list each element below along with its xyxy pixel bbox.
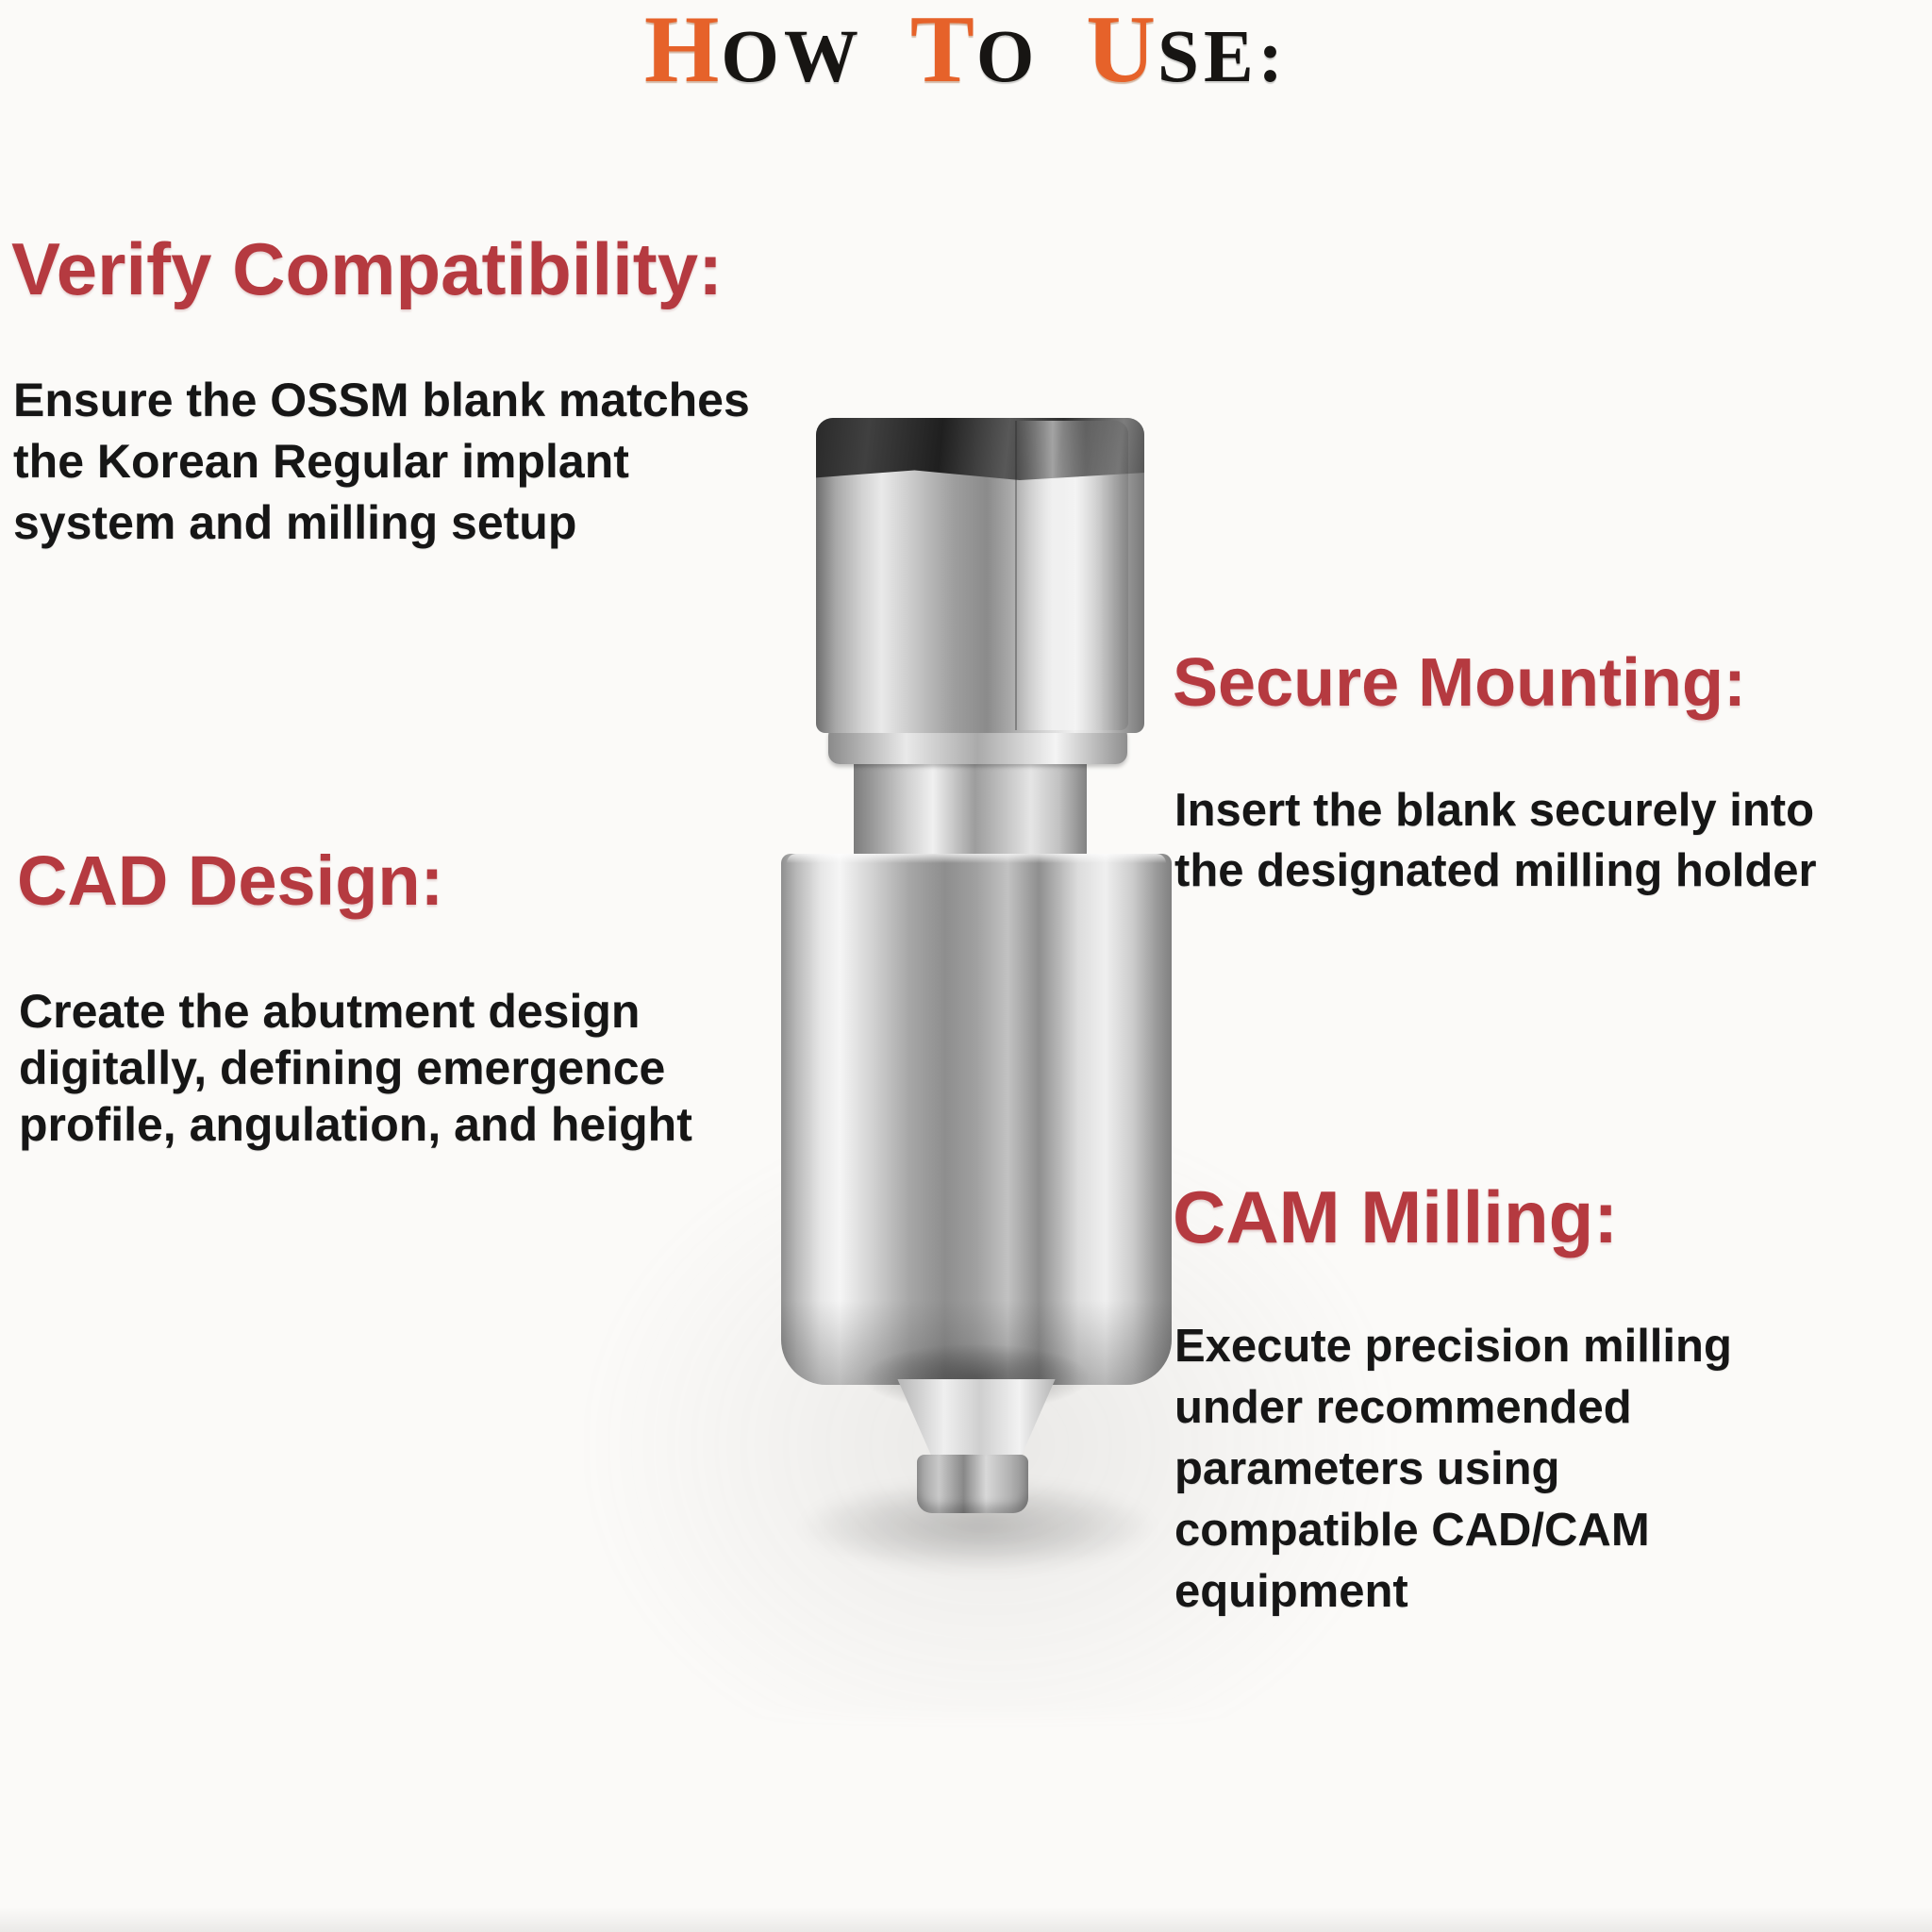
body-line: Execute precision milling	[1174, 1321, 1732, 1372]
title-word-to: To	[910, 2, 1040, 98]
blank-tip-cone	[897, 1379, 1056, 1460]
section-body-verify-compatibility: Ensure the OSSM blank matches the Korean…	[13, 370, 750, 554]
title-word-how: How	[644, 2, 863, 98]
section-body-cam-milling: Execute precision milling under recommen…	[1174, 1316, 1732, 1623]
section-heading-cam-milling: CAM Milling:	[1173, 1175, 1619, 1258]
title-rest: ow	[721, 16, 863, 98]
section-heading-cad-design: CAD Design:	[17, 841, 444, 920]
body-line: parameters using	[1174, 1443, 1560, 1494]
section-body-secure-mounting: Insert the blank securely into the desig…	[1174, 780, 1817, 901]
body-line: the Korean Regular implant	[13, 435, 629, 488]
body-line: profile, angulation, and height	[19, 1098, 692, 1151]
body-line: the designated milling holder	[1174, 845, 1817, 896]
title-rest: se:	[1158, 16, 1288, 98]
body-line: compatible CAD/CAM	[1174, 1505, 1650, 1556]
title-initial: U	[1086, 0, 1158, 103]
blank-tip-hex-end	[917, 1455, 1028, 1513]
blank-cylinder-body	[781, 854, 1172, 1385]
section-heading-verify-compatibility: Verify Compatibility:	[11, 227, 724, 310]
section-heading-secure-mounting: Secure Mounting:	[1173, 645, 1746, 721]
title-initial: H	[644, 0, 722, 103]
blank-head-facet-highlight	[1015, 421, 1128, 730]
body-line: Insert the blank securely into	[1174, 785, 1815, 836]
body-line: Create the abutment design	[19, 985, 641, 1038]
body-line: Ensure the OSSM blank matches	[13, 374, 750, 426]
title-rest: o	[975, 16, 1040, 98]
title-initial: T	[909, 0, 976, 103]
title-word-use: Use:	[1086, 2, 1288, 98]
section-body-cad-design: Create the abutment design digitally, de…	[19, 983, 692, 1153]
bottom-shade	[0, 1907, 1932, 1932]
abutment-blank-image	[781, 415, 1172, 1623]
body-line: system and milling setup	[13, 496, 577, 549]
body-line: equipment	[1174, 1566, 1408, 1617]
body-line: under recommended	[1174, 1382, 1632, 1433]
blank-neck	[854, 747, 1087, 860]
body-line: digitally, defining emergence	[19, 1041, 666, 1094]
page-title: How To Use:	[0, 2, 1932, 98]
